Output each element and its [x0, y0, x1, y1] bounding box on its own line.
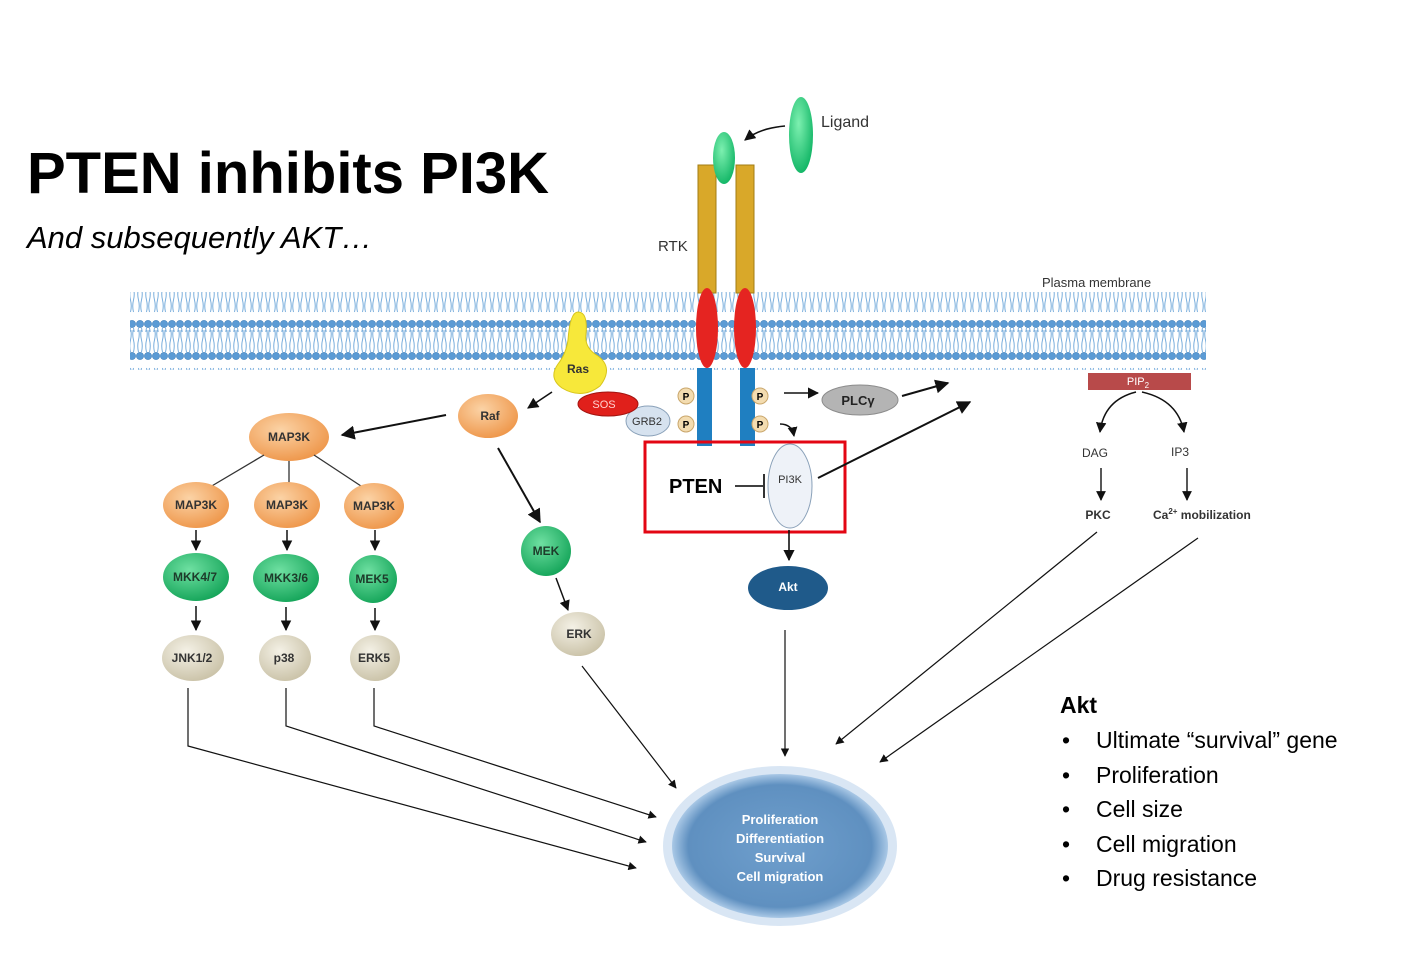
rtk-receptor [696, 164, 756, 446]
ligand-shape [789, 97, 813, 173]
grb2-shape [625, 405, 671, 437]
arrow-pi3k-pip [817, 401, 972, 479]
ip3-label: IP3 [1171, 445, 1189, 459]
ligand-arrow [744, 125, 786, 141]
arrow-rtk-pi3k [779, 423, 798, 437]
akt-label: Akt [778, 580, 797, 594]
bound-ligand [713, 132, 735, 184]
arrow-ca-outcome [879, 537, 1199, 763]
page-title: PTEN inhibits PI3K [27, 141, 550, 206]
line-map3k-right [313, 454, 365, 489]
map3k-label-2: MAP3K [266, 498, 308, 512]
sos-label: SOS [592, 399, 615, 411]
erk-label: ERK [566, 627, 592, 641]
raf-label: Raf [480, 409, 500, 423]
jnk-label: JNK1/2 [172, 651, 213, 665]
akt-function-item: Proliferation [1060, 758, 1405, 793]
arrow-pkc-outcome [835, 531, 1098, 745]
ca-superscript: 2+ [1168, 507, 1177, 516]
ras-shape [553, 311, 607, 394]
akt-function-item: Ultimate “survival” gene [1060, 723, 1405, 758]
mkk47-node [163, 553, 229, 601]
pi3k-label: PI3K [778, 474, 803, 486]
arrow-pip2-dag [1095, 391, 1137, 434]
arrow-raf-map3k [340, 414, 447, 440]
ligand-label: Ligand [821, 114, 869, 131]
plasma-membrane-label: Plasma membrane [1042, 275, 1151, 290]
map3k-node-1 [163, 482, 229, 528]
p38-label: p38 [274, 651, 295, 665]
akt-function-item: Cell size [1060, 792, 1405, 827]
phospho-4: P [757, 420, 764, 431]
rtk-label: RTK [658, 238, 688, 255]
grb2-label: GRB2 [632, 416, 662, 428]
plcg-shape [821, 384, 899, 416]
arrow-pip2-ip3 [1141, 391, 1188, 434]
phospho-2: P [683, 420, 690, 431]
plasma-membrane [130, 292, 1206, 370]
arrow-jnk-outcome [187, 688, 637, 871]
pip2-shape [1088, 373, 1191, 390]
outcome-proliferation: Proliferation [742, 812, 819, 827]
akt-node [748, 566, 828, 610]
phospho-1: P [683, 392, 690, 403]
pi3k-node [767, 443, 813, 529]
arrow-raf-mek [497, 447, 541, 524]
map3k-top-node [249, 413, 329, 461]
arrow-erk-outcome [581, 665, 677, 789]
map3k-node-2 [254, 482, 320, 528]
map3k-top-label: MAP3K [268, 430, 310, 444]
dag-label: DAG [1082, 446, 1108, 460]
erk5-node [350, 635, 400, 681]
pip2-subscript: 2 [1145, 381, 1150, 390]
mkk47-label: MKK4/7 [173, 570, 217, 584]
outcome-node [672, 774, 888, 918]
akt-functions-panel: Akt Ultimate “survival” gene Proliferati… [1060, 692, 1405, 896]
jnk-node [162, 635, 224, 681]
akt-function-item: Drug resistance [1060, 861, 1405, 896]
ca-mobilization-label: Ca2+ mobilization [1153, 507, 1251, 522]
map3k-label-1: MAP3K [175, 498, 217, 512]
phosphate-groups: P P P P [677, 387, 769, 433]
pkc-label: PKC [1085, 508, 1111, 522]
erk-node [551, 612, 605, 656]
mek5-label: MEK5 [355, 572, 389, 586]
pten-highlight-box [643, 440, 847, 534]
mek-label: MEK [533, 544, 560, 558]
pten-label: PTEN [669, 476, 722, 498]
line-map3k-left [204, 454, 265, 491]
akt-panel-heading: Akt [1060, 692, 1098, 718]
p38-node [259, 635, 311, 681]
outcome-survival: Survival [755, 850, 806, 865]
arrow-erk5-outcome [373, 688, 657, 819]
arrow-plcg-pip2 [901, 379, 950, 397]
mkk36-node [253, 554, 319, 602]
akt-function-list: Ultimate “survival” gene Proliferation C… [1060, 723, 1405, 896]
outcome-cell-migration: Cell migration [737, 869, 824, 884]
plcg-label: PLCγ [841, 393, 875, 408]
map3k-label-3: MAP3K [353, 499, 395, 513]
raf-node [458, 394, 518, 438]
erk5-label: ERK5 [358, 651, 390, 665]
pip2-text: PIP [1127, 376, 1145, 388]
arrow-ras-raf [527, 391, 553, 409]
akt-function-item: Cell migration [1060, 827, 1405, 862]
ca-mobilization-text: mobilization [1177, 508, 1250, 522]
pip2-label: PIP2 [1127, 376, 1150, 390]
arrow-mek-erk [555, 577, 570, 611]
page-subtitle: And subsequently AKT… [27, 220, 373, 255]
map3k-node-3 [344, 483, 404, 529]
ras-label: Ras [567, 362, 589, 376]
phospho-3: P [757, 392, 764, 403]
mek-node [521, 526, 571, 576]
pten-inhibition-symbol [735, 474, 765, 498]
arrow-p38-outcome [285, 688, 647, 844]
mkk36-label: MKK3/6 [264, 571, 308, 585]
outcome-differentiation: Differentiation [736, 831, 824, 846]
mek5-node [349, 555, 397, 603]
ca-text: Ca [1153, 508, 1169, 522]
sos-shape [577, 391, 639, 417]
